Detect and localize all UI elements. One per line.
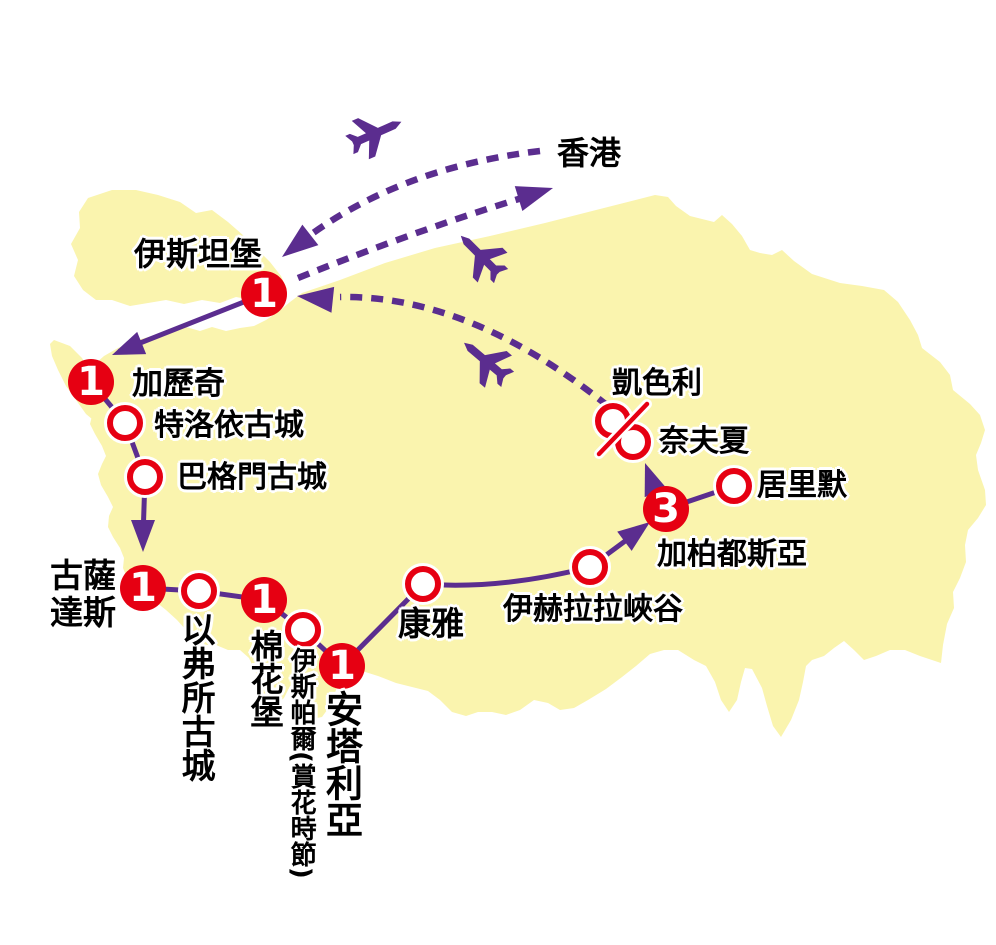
nights-count: 1 (328, 643, 356, 689)
stop-badge-gelibolu: 1 (68, 359, 114, 405)
airplane-icon (460, 235, 509, 284)
label-troy: 特洛依古城 (154, 408, 304, 443)
marker-konya (402, 563, 444, 605)
label-pamukkale: 棉花堡 (244, 629, 284, 728)
stop-badge-kusadasi: 1 (120, 565, 166, 611)
label-hong-kong: 香港 (557, 134, 622, 172)
label-gelibolu: 加歷奇 (132, 366, 225, 402)
marker-ephesus (178, 570, 220, 612)
arrowhead-into-istanbul-upper (282, 224, 319, 257)
label-pergamon: 巴格門古城 (177, 460, 327, 495)
stop-badge-istanbul: 1 (241, 271, 287, 317)
nights-count: 3 (652, 486, 680, 532)
marker-nevsehir (612, 421, 654, 463)
label-ihlara: 伊赫拉拉峽谷 (503, 592, 683, 627)
label-konya: 康雅 (398, 604, 464, 643)
marker-pergamon (124, 456, 166, 498)
airplane-icon (345, 118, 402, 160)
visit-markers (104, 399, 755, 651)
flight-paths (282, 147, 611, 409)
land-thrace (71, 190, 287, 306)
stop-badge-pamukkale: 1 (241, 577, 287, 623)
label-istanbul: 伊斯坦堡 (134, 235, 263, 273)
route-istanbul-gelibolu (117, 291, 267, 354)
stop-badge-cappadocia: 3 (643, 486, 689, 532)
marker-isparta (282, 609, 324, 651)
label-cappadocia: 加柏都斯亞 (657, 537, 807, 572)
label-nevsehir: 奈夫夏 (659, 424, 749, 459)
label-kusadasi: 古薩 達斯 (50, 556, 116, 632)
stop-badge-antalya: 1 (319, 643, 365, 689)
nights-count: 1 (250, 577, 278, 623)
flight-path-istanbul-to-hongkong (296, 188, 543, 282)
flight-path-kayseri-to-istanbul (339, 293, 611, 409)
nights-count: 1 (77, 359, 105, 405)
label-antalya: 安塔利亞 (319, 690, 363, 838)
marker-goreme (713, 465, 755, 507)
arrowhead-into-hongkong (514, 186, 553, 211)
label-kayseri: 凱色利 (612, 366, 702, 401)
arrowhead-gelibolu (112, 331, 147, 355)
marker-troy (104, 402, 146, 444)
marker-ihlara (569, 546, 611, 588)
arrowhead-into-istanbul-lower (297, 286, 335, 313)
land-anatolia (88, 195, 986, 737)
nights-count: 1 (250, 271, 278, 317)
transit-slash (594, 399, 652, 459)
label-isparta: 伊斯帕爾(賞花時節) (286, 647, 317, 879)
label-ephesus: 以弗所古城 (175, 612, 216, 782)
nights-count: 1 (129, 565, 157, 611)
airplane-icon (464, 342, 515, 388)
arrowhead-cappadocia (617, 522, 650, 551)
arrowhead-kusadasi (131, 520, 155, 552)
airplanes (345, 118, 515, 388)
label-goreme: 居里默 (757, 468, 847, 503)
route-gelibolu-pergamon (88, 379, 148, 541)
flight-path-hongkong-to-istanbul (294, 147, 541, 248)
